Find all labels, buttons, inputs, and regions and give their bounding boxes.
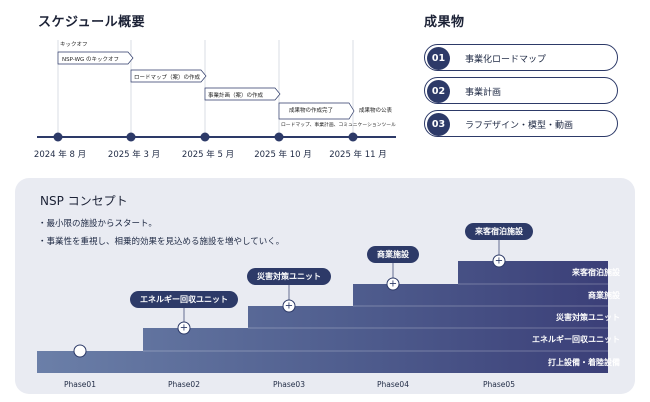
- level-label-commercial: 商業施設: [588, 291, 620, 300]
- concept-bullet: ・事業性を重視し、相乗的効果を見込める施設を増やしていく。: [38, 237, 285, 247]
- pill-guest-lodging: 来客宿泊施設: [465, 223, 533, 240]
- date-2024-08: 2024 年 8 月: [33, 150, 87, 160]
- date-2025-03: 2025 年 3 月: [107, 150, 161, 160]
- event-roadmap-draft: ロードマップ（案）の作成: [134, 75, 201, 81]
- pill-commercial-facility: 商業施設: [367, 246, 419, 263]
- pill-energy-recovery-unit: エネルギー回収ユニット: [130, 291, 238, 308]
- deliverable-number: 01: [427, 47, 450, 70]
- deliverable-item: 01 事業化ロードマップ: [424, 44, 618, 71]
- deliverable-item: 02 事業計画: [424, 77, 618, 104]
- plus-icon: +: [492, 254, 506, 268]
- deliverable-label: ラフデザイン・模型・動画: [465, 121, 574, 131]
- schedule-timeline: [37, 40, 396, 142]
- concept-title: NSP コンセプト: [40, 194, 128, 208]
- event-deliverables-complete: 成果物の作成完了: [289, 108, 334, 114]
- deliverable-number: 02: [427, 80, 450, 103]
- deliverables-title: 成果物: [424, 15, 465, 30]
- pill-disaster-unit: 災害対策ユニット: [247, 268, 331, 285]
- phase-label: Phase05: [483, 380, 515, 389]
- deliverable-item: 03 ラフデザイン・模型・動画: [424, 110, 618, 137]
- level-label-energy-recovery: エネルギー回収ユニット: [532, 335, 620, 344]
- deliverable-number: 03: [427, 113, 450, 136]
- phase-label: Phase02: [168, 380, 200, 389]
- event-deliverables-publish: 成果物の公表: [359, 108, 393, 114]
- event-kickoff: キックオフ: [60, 42, 88, 48]
- concept-bullet: ・最小限の施設からスタート。: [38, 219, 157, 229]
- phase01-marker-circle: [73, 344, 87, 358]
- deliverables-subnote: ロードマップ、事業計画、コミュニケーションツール: [281, 123, 396, 128]
- deliverable-label: 事業化ロードマップ: [465, 55, 547, 65]
- date-2025-05: 2025 年 5 月: [181, 150, 235, 160]
- date-2025-10: 2025 年 10 月: [254, 150, 312, 160]
- level-label-disaster-unit: 災害対策ユニット: [556, 313, 620, 322]
- deliverable-label: 事業計画: [465, 88, 502, 98]
- level-label-guest-lodging: 来客宿泊施設: [572, 268, 620, 277]
- plus-icon: +: [282, 299, 296, 313]
- schedule-title: スケジュール概要: [38, 15, 146, 30]
- phase-label: Phase03: [273, 380, 305, 389]
- date-2025-11: 2025 年 11 月: [329, 150, 387, 160]
- plus-icon: +: [386, 277, 400, 291]
- phase-label: Phase04: [377, 380, 409, 389]
- phase-label: Phase01: [64, 380, 96, 389]
- event-nsp-wg-kickoff: NSP-WG のキックオフ: [62, 57, 120, 63]
- level-label-launch-landing: 打上設備・着陸設備: [548, 358, 620, 367]
- plus-icon: +: [177, 321, 191, 335]
- event-business-plan-draft: 事業計画（案）の作成: [208, 93, 264, 99]
